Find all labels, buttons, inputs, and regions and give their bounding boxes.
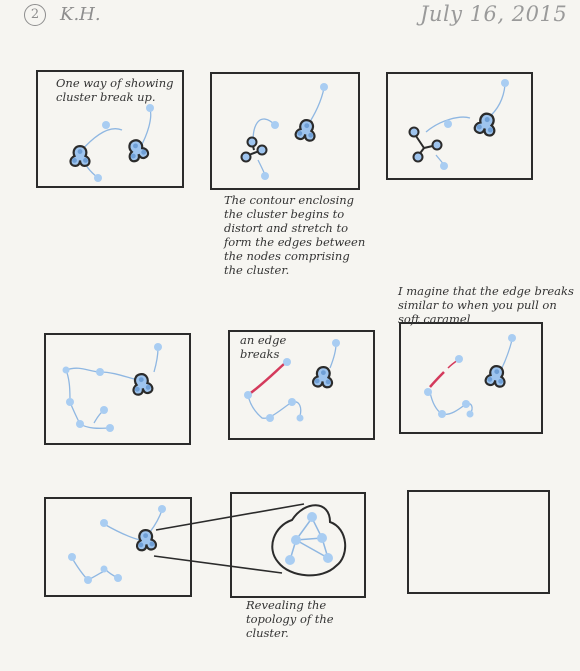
- panel-5-note: an edge breaks: [240, 333, 287, 361]
- panel-7-graph: [68, 503, 305, 584]
- panel-2-graph: [240, 83, 328, 180]
- storyboard-panel-4: [44, 333, 191, 445]
- panel-5-graph: [244, 339, 340, 422]
- storyboard-panel-7: [44, 497, 192, 597]
- storyboard-panel-2: [210, 72, 360, 190]
- sketch-date: July 16, 2015: [420, 2, 568, 26]
- storyboard-panel-8: [230, 492, 366, 598]
- storyboard-panel-5: [228, 330, 375, 440]
- panel-2-caption: The contour enclosing the cluster begins…: [224, 193, 366, 277]
- panel-8-zoomed-cluster: [271, 504, 347, 577]
- panel-1-graph: [69, 104, 154, 182]
- panel-1-note: One way of showing cluster break up.: [56, 76, 174, 104]
- storyboard-panel-1: [36, 70, 184, 188]
- panel-6-graph: [424, 334, 516, 418]
- panel-6-caption: I magine that the edge breaks similar to…: [398, 284, 574, 326]
- storyboard-panel-9: [407, 490, 550, 594]
- panel-4-graph: [62, 343, 162, 432]
- author-initials: K.H.: [60, 4, 101, 25]
- storyboard-panel-3: [386, 72, 533, 180]
- page-number: 2 K.H.: [24, 4, 101, 26]
- page-number-circle: 2: [24, 4, 46, 26]
- panel-3-graph: [408, 79, 509, 170]
- storyboard-panel-6: [399, 322, 543, 434]
- panel-7-caption: Revealing the topology of the cluster.: [246, 598, 334, 640]
